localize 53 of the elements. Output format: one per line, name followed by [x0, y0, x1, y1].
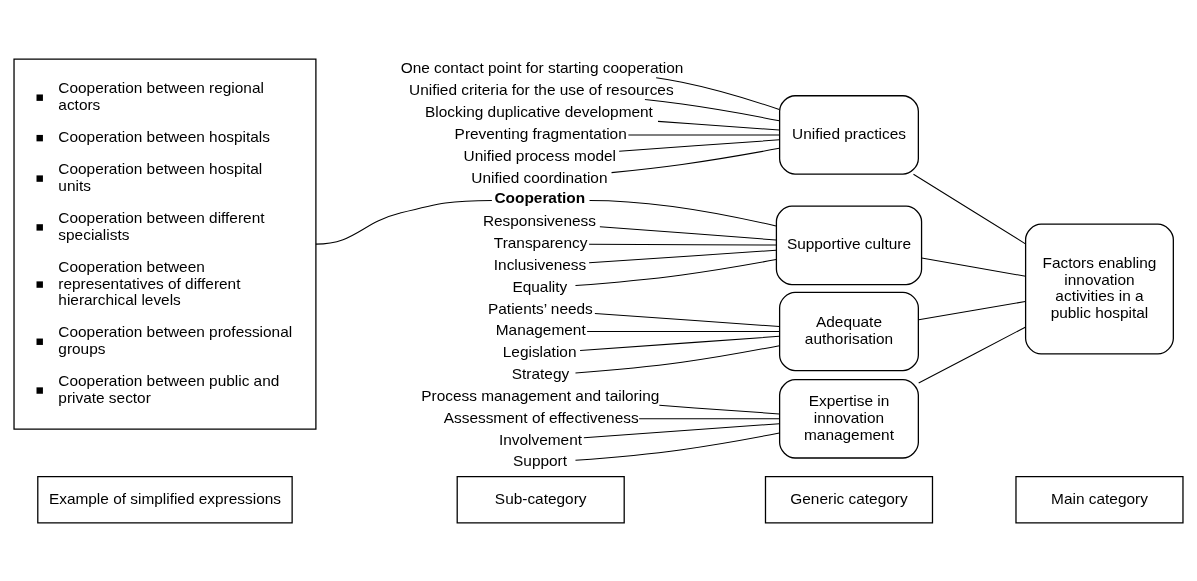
node-box: Cooperation between regional actors Cooperation between hospitals Cooperation between hospital units Cooperation between different specialists Cooperation between representatives of different hierarchical levels Cooperation between professional groups Cooperation between public and private sector — [13, 58, 317, 430]
node-box: Main category — [1015, 475, 1184, 523]
connector — [644, 98, 780, 121]
connector — [658, 404, 780, 414]
connector — [594, 312, 780, 327]
connector — [918, 300, 1026, 320]
node-box: Generic category — [764, 475, 934, 523]
connector — [918, 326, 1026, 384]
node-text: Inclusiveness — [493, 255, 587, 273]
node-box: Adequate authorisation — [779, 291, 919, 371]
node-text: Management — [495, 320, 586, 338]
node-text: Cooperation — [494, 188, 586, 206]
node-text: Preventing fragmentation — [454, 124, 627, 142]
node-box: Sub-category — [456, 475, 625, 523]
node-text: Transparency — [493, 233, 588, 251]
connector — [611, 147, 780, 173]
connector — [921, 256, 1027, 277]
connector — [638, 417, 780, 419]
connector — [912, 173, 1026, 244]
node-text: Process management and tailoring — [421, 386, 660, 404]
node-text: Responsiveness — [482, 211, 596, 229]
node-text: Legislation — [502, 342, 577, 360]
node-text: Unified coordination — [471, 168, 608, 186]
connector — [586, 330, 780, 332]
connector — [574, 258, 777, 286]
node-text: One contact point for starting cooperation — [400, 58, 684, 76]
connector — [655, 76, 780, 110]
node-text: Support — [513, 451, 568, 469]
connector — [588, 243, 777, 246]
node-box: Supportive culture — [775, 205, 923, 285]
connector — [618, 138, 780, 152]
connector — [574, 431, 780, 461]
node-box: Example of simplified expressions — [37, 475, 293, 523]
node-text: Assessment of effectiveness — [443, 408, 639, 426]
node-text: Involvement — [498, 430, 583, 448]
connector — [657, 120, 780, 131]
node-box: Expertise in innovation management — [779, 378, 919, 459]
node-text: Equality — [512, 277, 568, 295]
connector — [627, 133, 780, 135]
node-text: Strategy — [511, 364, 570, 382]
connector — [588, 249, 777, 263]
node-text: Unified process model — [463, 146, 617, 164]
node-text: Unified criteria for the use of resources — [409, 80, 674, 98]
connector — [589, 199, 777, 227]
connector — [574, 344, 780, 373]
connector — [315, 199, 493, 245]
node-text: Patients’ needs — [488, 299, 593, 317]
connector — [579, 335, 780, 351]
connector — [599, 225, 777, 240]
node-box: Unified practices — [779, 94, 919, 175]
connector — [583, 422, 780, 438]
node-box: Factors enabling innovation activities in a public hospital — [1024, 223, 1174, 355]
node-text: Blocking duplicative development — [425, 102, 653, 120]
